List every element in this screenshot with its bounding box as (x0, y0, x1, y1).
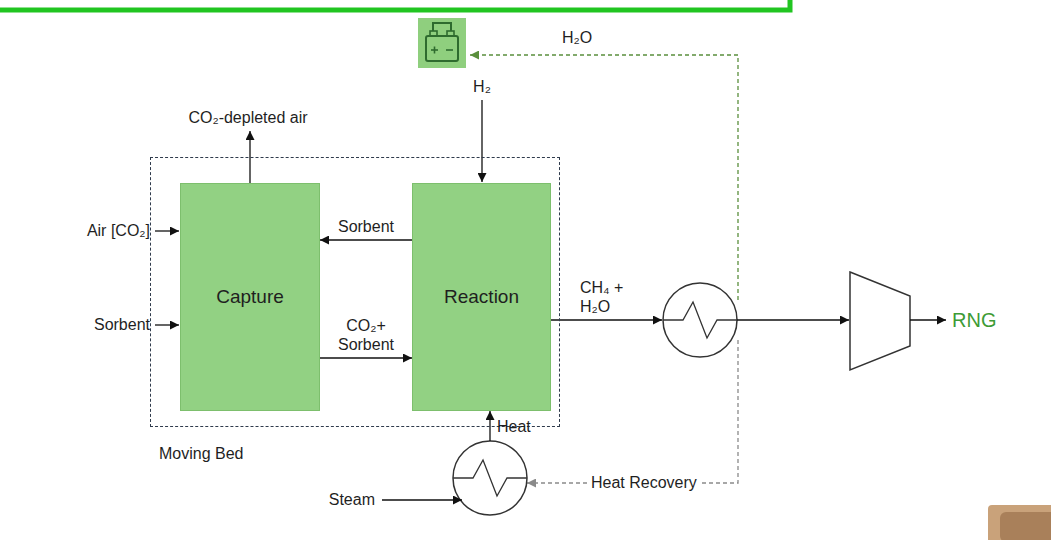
h2-arrow (481, 100, 482, 182)
stream-label: Steam (329, 490, 375, 509)
heat-exchanger-symbol (663, 283, 737, 357)
air-in-arrow (155, 230, 179, 231)
stream-label: CH₄ + H₂O (580, 278, 642, 316)
stream-label: Air [CO₂] (87, 221, 150, 240)
reaction-box: Reaction (412, 183, 551, 411)
stream-label: Sorbent (94, 315, 150, 334)
flow-arrow (320, 357, 412, 358)
flow-arrow (320, 239, 412, 240)
to-compressor-line (737, 319, 849, 320)
stream-label: Heat (497, 417, 531, 436)
box-label: Reaction (444, 286, 519, 309)
stream-label: H₂ (473, 77, 491, 96)
heat-recovery-line (527, 340, 738, 483)
region-label: Moving Bed (159, 444, 244, 463)
product-label: RNG (952, 308, 996, 332)
flow-label: CO₂+ Sorbent (325, 316, 407, 354)
stream-label: H₂O (562, 28, 592, 47)
heat-arrow (489, 411, 490, 441)
top-band (0, 0, 790, 10)
capture-box: Capture (180, 183, 320, 411)
box-label: Capture (216, 286, 284, 309)
flow-label: Sorbent (325, 217, 407, 236)
compressor-symbol (850, 272, 910, 370)
electrolyzer-icon (418, 18, 466, 68)
stream-label: Heat Recovery (588, 473, 700, 492)
steam-arrow (382, 499, 462, 500)
sorbent-in-arrow (155, 324, 179, 325)
rng-arrow (910, 319, 946, 320)
product-line (551, 319, 662, 320)
moving-bed-region: Moving BedCaptureReaction (150, 157, 560, 427)
photo-fragment (988, 505, 1051, 540)
stream-label: CO₂-depleted air (188, 108, 307, 127)
heat-exchanger-symbol (453, 441, 527, 515)
